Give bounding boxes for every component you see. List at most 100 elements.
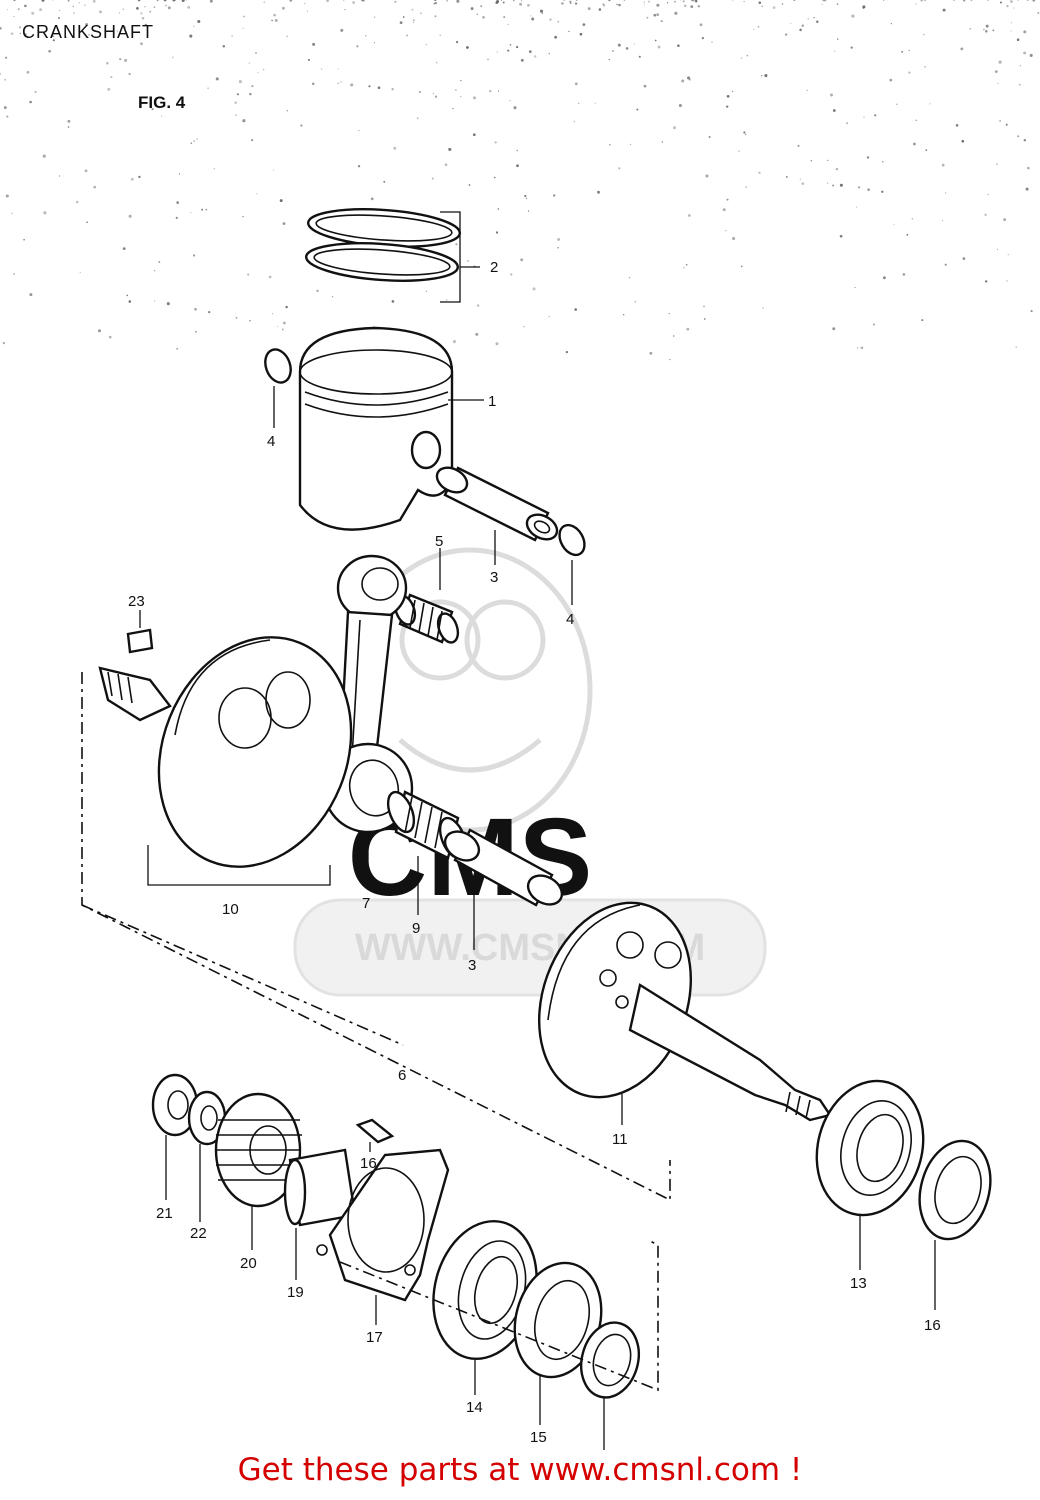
noise-speck [835, 167, 839, 171]
noise-speck [893, 223, 895, 225]
noise-speck [52, 35, 54, 38]
noise-speck [1012, 7, 1015, 9]
noise-speck [1030, 310, 1033, 313]
lower-bracket [339, 1239, 659, 1392]
noise-speck [923, 33, 925, 36]
noise-speck [1015, 346, 1017, 348]
noise-speck [358, 129, 360, 132]
noise-speck [2, 341, 6, 345]
noise-speck [242, 27, 244, 30]
noise-speck [850, 46, 853, 49]
noise-speck [1032, 0, 1036, 2]
noise-speck [801, 24, 804, 27]
noise-speck [657, 45, 661, 49]
noise-speck [361, 0, 365, 2]
noise-speck [669, 358, 671, 361]
noise-speck [274, 18, 278, 22]
noise-speck [757, 25, 760, 28]
noise-speck [154, 270, 156, 272]
noise-speck [970, 0, 973, 1]
noise-speck [368, 85, 371, 88]
noise-speck [648, 0, 650, 3]
right-bearing [815, 1079, 925, 1270]
noise-speck [154, 300, 156, 302]
noise-speck [597, 190, 600, 194]
noise-speck [890, 22, 892, 25]
noise-speck [141, 17, 145, 20]
noise-speck [190, 142, 193, 144]
noise-speck [944, 192, 947, 194]
noise-speck [697, 5, 700, 8]
noise-speck [190, 211, 192, 214]
noise-speck [85, 23, 89, 26]
noise-speck [969, 27, 972, 30]
noise-speck [666, 2, 669, 4]
noise-speck [48, 49, 51, 53]
noise-speck [942, 8, 946, 12]
noise-speck [5, 56, 8, 59]
noise-speck [683, 4, 687, 8]
noise-speck [176, 347, 179, 350]
noise-speck [527, 210, 530, 212]
noise-speck [568, 30, 570, 33]
noise-speck [634, 301, 636, 303]
promo-link[interactable]: Get these parts at www.cmsnl.com ! [237, 1452, 803, 1488]
noise-speck [411, 8, 414, 11]
noise-speck [304, 2, 306, 5]
noise-speck [57, 17, 61, 20]
noise-speck [726, 198, 729, 201]
noise-speck [67, 0, 70, 2]
noise-speck [116, 30, 118, 32]
noise-speck [235, 114, 237, 116]
noise-speck [830, 93, 833, 97]
noise-speck [285, 305, 288, 309]
noise-speck [692, 0, 695, 2]
noise-speck [1017, 135, 1020, 138]
noise-speck [680, 0, 682, 1]
noise-speck [860, 346, 864, 350]
noise-speck [231, 35, 233, 37]
noise-speck [197, 19, 201, 24]
noise-speck [863, 116, 865, 118]
noise-speck [925, 149, 928, 151]
noise-speck [181, 0, 185, 3]
noise-speck [497, 208, 500, 210]
noise-speck [996, 163, 998, 165]
noise-speck [93, 185, 97, 189]
noise-speck [924, 0, 926, 1]
noise-speck [602, 3, 605, 6]
noise-speck [165, 4, 167, 7]
noise-speck [251, 139, 254, 142]
noise-speck [455, 89, 457, 91]
noise-speck [156, 0, 159, 2]
noise-speck [494, 141, 497, 144]
screw [355, 1118, 395, 1152]
noise-speck [1037, 11, 1040, 14]
noise-speck [690, 5, 694, 9]
noise-speck [470, 7, 474, 11]
noise-speck [839, 183, 843, 187]
left-crank-wheel [98, 636, 353, 886]
noise-speck [708, 135, 711, 139]
noise-speck [672, 335, 675, 337]
noise-speck [84, 4, 86, 6]
noise-speck [512, 0, 515, 2]
noise-speck [249, 92, 252, 96]
noise-speck [761, 5, 763, 8]
noise-speck [816, 20, 819, 23]
noise-speck [983, 28, 985, 31]
noise-speck [520, 258, 524, 262]
noise-speck [138, 175, 141, 179]
noise-speck [509, 100, 511, 102]
noise-speck [187, 6, 191, 9]
noise-speck [13, 272, 16, 276]
noise-speck [166, 302, 170, 306]
noise-speck [643, 4, 645, 6]
callout-14: 14 [466, 1399, 483, 1416]
noise-speck [1023, 30, 1027, 34]
piston-rings [304, 208, 480, 303]
noise-speck [732, 0, 734, 1]
noise-speck [552, 194, 556, 197]
noise-speck [527, 3, 530, 7]
